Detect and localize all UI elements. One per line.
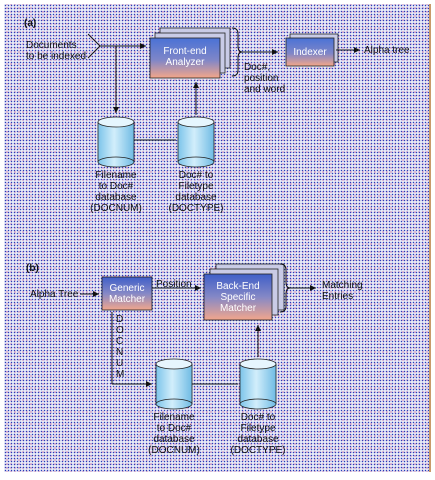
- alpha-tree-input-b: Alpha Tree: [30, 289, 79, 300]
- generic-matcher-box: [101, 276, 153, 311]
- input-label-a-line2: to be indexed: [26, 51, 87, 62]
- db1-b-line2: to Doc#: [156, 423, 192, 434]
- matching-entries-line1: Matching: [322, 280, 363, 291]
- db2-a-line1: Doc# to: [178, 170, 214, 181]
- part-b-label: (b): [26, 263, 39, 274]
- db-doctype-b: [239, 358, 277, 410]
- input-label-a-line1: Documents: [26, 40, 77, 51]
- db-docnum-a: [97, 116, 135, 168]
- db1-a-line1: Filename: [95, 170, 137, 181]
- db2-b-line2: Filetype: [240, 423, 276, 434]
- input-fan-a: [87, 33, 146, 59]
- db1-b-line1: Filename: [153, 412, 195, 423]
- generic-label-line1: Generic: [109, 283, 145, 294]
- db1-b-line4: (DOCNUM): [148, 445, 200, 456]
- db2-b-line1: Doc# to: [240, 412, 276, 423]
- db2-a-line2: Filetype: [178, 181, 214, 192]
- frontend-label-line2: Analyzer: [165, 57, 205, 68]
- alpha-tree-output-a: Alpha tree: [364, 45, 410, 56]
- db1-b-line3: database: [153, 434, 195, 445]
- docinfo-line3: and word: [244, 84, 286, 95]
- db1-a-line4: (DOCNUM): [90, 203, 142, 214]
- db-docnum-b: [155, 358, 193, 410]
- backend-label-line1: Back-End: [216, 281, 260, 292]
- db1-a-line3: database: [95, 192, 137, 203]
- figure-panel: [4, 4, 431, 472]
- db2-b-line3: database: [237, 434, 279, 445]
- frontend-analyzer-stack: [149, 27, 231, 79]
- analyzer-bracket: [231, 27, 243, 77]
- indexer-label: Indexer: [293, 47, 327, 58]
- docinfo-line1: Doc#,: [244, 62, 271, 73]
- connectors-b: [192, 325, 261, 385]
- position-label: Position: [156, 279, 192, 290]
- indexer-stack: [285, 33, 339, 67]
- backend-label-line3: Matcher: [219, 303, 257, 314]
- db1-a-line2: to Doc#: [98, 181, 134, 192]
- connectors-a: [113, 46, 199, 141]
- part-a-label: (a): [24, 18, 37, 29]
- db2-a-line4: (DOCTYPE): [168, 203, 224, 214]
- matching-entries-line2: Entries: [322, 291, 354, 302]
- docinfo-line2: position: [244, 73, 279, 84]
- backend-matcher-stack: [203, 263, 285, 321]
- db2-a-line3: database: [175, 192, 217, 203]
- db-doctype-a: [177, 116, 215, 168]
- db2-b-line4: (DOCTYPE): [230, 445, 286, 456]
- docnum-vertical-label: DOCNUM: [116, 314, 125, 380]
- generic-label-line2: Matcher: [108, 294, 146, 305]
- backend-label-line2: Specific: [220, 292, 256, 303]
- frontend-label-line1: Front-end: [163, 46, 207, 57]
